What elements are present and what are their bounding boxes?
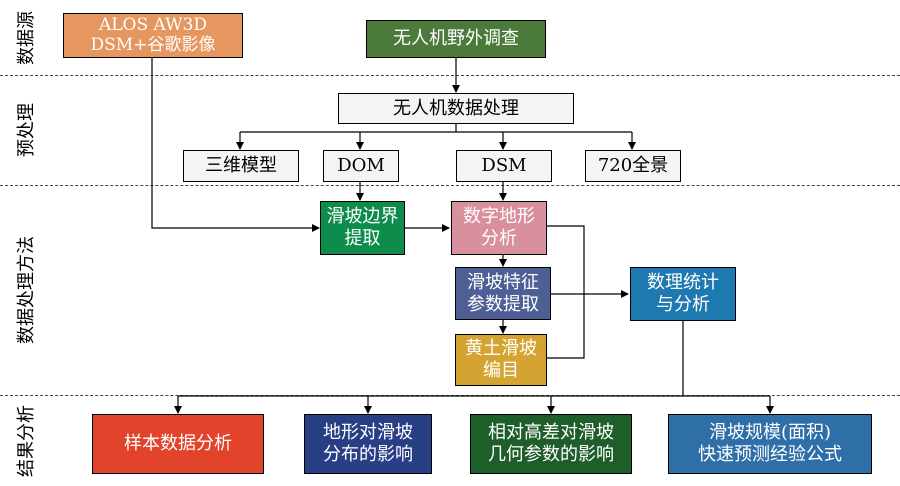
node-text: 无人机野外调查 [393,28,519,50]
node-text: 滑坡规模(面积) [708,422,832,444]
node-terrain-analysis: 数字地形 分析 [451,201,547,255]
node-text: 滑坡特征 [467,271,539,293]
node-sample-analysis: 样本数据分析 [92,414,264,474]
node-720-panorama: 720全景 [585,150,681,182]
node-text: 提取 [344,228,381,249]
node-uav-survey: 无人机野外调查 [366,20,546,58]
divider [0,75,900,76]
node-text: 数字地形 [463,206,535,228]
node-text: 无人机数据处理 [393,97,519,119]
node-3d-model: 三维模型 [183,150,299,182]
node-text: ALOS AW3D [98,14,208,35]
node-uav-processing: 无人机数据处理 [338,93,574,124]
node-feature-extraction: 滑坡特征 参数提取 [455,267,551,320]
node-terrain-effect: 地形对滑坡 分布的影响 [304,414,432,474]
node-text: 滑坡边界 [326,206,399,228]
node-text: 编目 [483,360,519,381]
node-text: 地形对滑坡 [323,422,413,444]
node-text: 相对高差对滑坡 [488,422,614,444]
node-alos-source: ALOS AW3D DSM+谷歌影像 [63,13,243,58]
node-text: 黄土滑坡 [465,338,537,360]
node-text: 快速预测经验公式 [698,444,842,465]
node-relief-effect: 相对高差对滑坡 几何参数的影响 [470,414,632,474]
node-text: DSM [481,155,527,177]
node-loess-catalog: 黄土滑坡 编目 [455,334,547,386]
node-text: 720全景 [597,155,669,177]
node-text: DOM [337,155,385,177]
node-text: 三维模型 [205,155,277,177]
node-text: 几何参数的影响 [488,444,614,465]
node-text: DSM+谷歌影像 [90,34,216,55]
node-dom: DOM [323,150,399,182]
node-text: 参数提取 [467,293,539,315]
node-dsm: DSM [456,150,552,182]
node-text: 数理统计 [647,272,719,294]
node-text: 与分析 [656,294,710,315]
node-statistics: 数理统计 与分析 [630,267,736,321]
node-scale-formula: 滑坡规模(面积) 快速预测经验公式 [668,414,872,474]
divider [0,185,900,186]
node-text: 分布的影响 [323,444,413,465]
node-text: 分析 [481,228,517,249]
node-text: 样本数据分析 [124,433,232,455]
node-boundary-extraction: 滑坡边界 提取 [320,201,405,255]
